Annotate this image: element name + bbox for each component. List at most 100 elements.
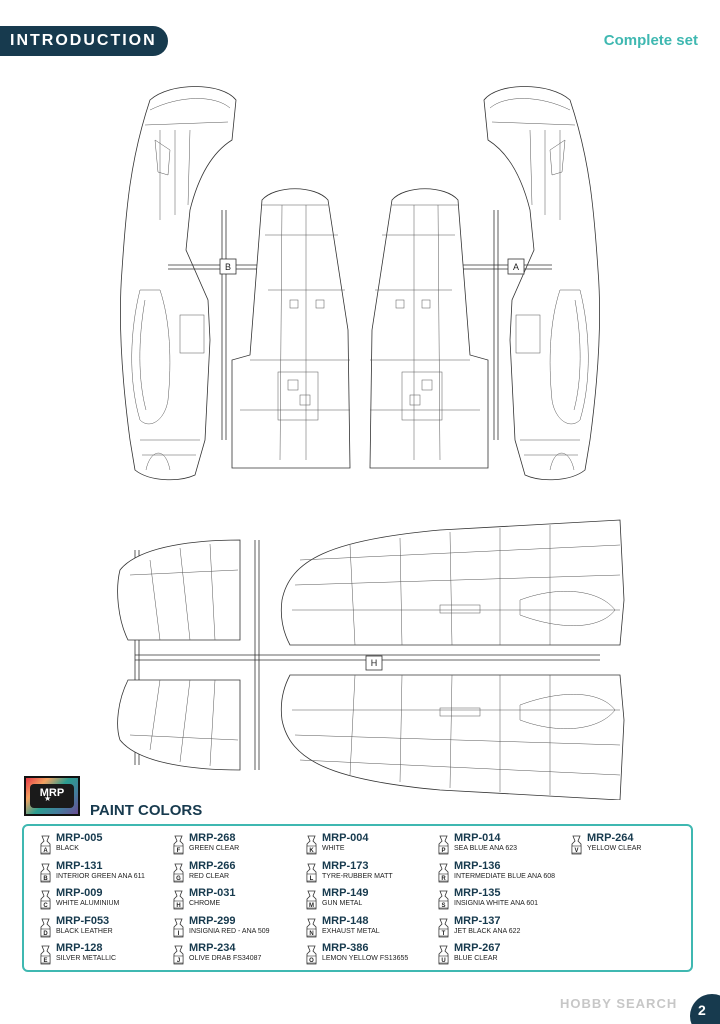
fuselage-half-right — [483, 86, 600, 481]
paint-bottle-icon: N — [306, 918, 317, 937]
paint-bottle-icon: V — [571, 835, 582, 855]
paint-code: MRP-005 — [56, 832, 103, 844]
sprue-label-b: B — [225, 262, 231, 272]
wing-panel-right — [369, 188, 489, 469]
sprue-runner-right — [458, 210, 552, 440]
paint-bottle-icon: U — [438, 945, 449, 965]
sprue-diagram: B — [117, 86, 625, 800]
paint-name: INSIGNIA RED - ANA 509 — [189, 927, 270, 935]
paint-letter: S — [441, 903, 445, 909]
paint-letter: I — [178, 931, 180, 937]
paint-letter: E — [43, 958, 47, 964]
paint-name: INTERMEDIATE BLUE ANA 608 — [454, 872, 556, 880]
paint-code: MRP-149 — [322, 887, 369, 899]
fuselage-half-left — [120, 86, 237, 481]
paint-code: MRP-014 — [454, 832, 501, 844]
watermark: HOBBY SEARCH — [560, 996, 678, 1011]
paint-letter: B — [43, 876, 48, 882]
paint-bottle-icon: B — [40, 863, 51, 882]
mrp-logo: MRP ★ — [24, 776, 80, 816]
paint-name: INSIGNIA WHITE ANA 601 — [454, 900, 539, 907]
paint-bottle-icon: F — [173, 835, 184, 855]
section-title: INTRODUCTION — [0, 26, 168, 56]
paint-name: RED CLEAR — [189, 872, 230, 880]
paint-name: EXHAUST METAL — [322, 927, 380, 935]
sprue-label-a: A — [513, 262, 519, 272]
paint-letter: U — [441, 958, 445, 964]
paint-letter: M — [309, 903, 314, 909]
paint-code: MRP-136 — [454, 859, 501, 872]
paint-name: BLACK — [56, 845, 79, 852]
paint-letter: G — [176, 876, 181, 882]
outer-wing-lower — [280, 674, 625, 800]
paint-letter: L — [310, 876, 314, 882]
tailplane-upper — [117, 539, 241, 641]
paint-code: MRP-266 — [189, 859, 236, 872]
paint-bottle-icon: D — [40, 918, 51, 937]
paint-bottle-icon: C — [40, 890, 51, 910]
paint-letter: N — [309, 931, 313, 937]
paint-name: GUN METAL — [322, 900, 363, 907]
logo-badge: MRP — [30, 784, 74, 808]
paint-bottle-icon: M — [306, 890, 317, 910]
paint-code: MRP-009 — [56, 887, 103, 899]
paint-letter: C — [43, 903, 48, 909]
paint-code: MRP-173 — [322, 859, 369, 872]
paint-code: MRP-268 — [189, 832, 236, 844]
paint-code: MRP-386 — [322, 942, 369, 954]
paint-code: MRP-234 — [189, 942, 236, 954]
paint-letter: V — [574, 848, 578, 854]
page-number: 2 — [698, 1002, 706, 1018]
paint-letter: D — [43, 931, 48, 937]
paint-letter: H — [176, 903, 180, 909]
paint-code: MRP-131 — [56, 859, 103, 872]
logo-text: MRP — [39, 787, 65, 799]
paint-bottle-icon: E — [40, 945, 51, 965]
paint-code: MRP-004 — [322, 832, 369, 844]
paint-name: TYRE-RUBBER MATT — [322, 872, 393, 880]
paint-code: MRP-128 — [56, 942, 103, 954]
star-icon: ★ — [44, 794, 52, 803]
wing-panel-left — [231, 188, 351, 469]
paint-letter: F — [177, 848, 181, 854]
paint-name: BLUE CLEAR — [454, 955, 498, 962]
set-label: Complete set — [603, 32, 698, 49]
paint-letter: R — [441, 876, 446, 882]
paint-letter: T — [442, 931, 446, 937]
paint-name: WHITE ALUMINIUM — [56, 900, 120, 907]
paint-code: MRP-299 — [189, 914, 236, 927]
paint-bottle-icon: O — [306, 945, 317, 965]
paint-letter: A — [43, 848, 48, 854]
paint-letter: J — [177, 958, 180, 964]
outer-wing-upper — [280, 519, 625, 646]
paint-bottle-icon: P — [438, 835, 449, 855]
paint-name: OLIVE DRAB FS34087 — [189, 955, 262, 962]
paint-bottle-icon: R — [438, 863, 449, 882]
paint-bottle-icon: A — [40, 835, 51, 855]
paint-code: MRP-267 — [454, 942, 501, 954]
tailplane-lower — [117, 679, 241, 771]
paint-name: SILVER METALLIC — [56, 955, 117, 962]
paint-bottle-icon: J — [173, 945, 184, 965]
